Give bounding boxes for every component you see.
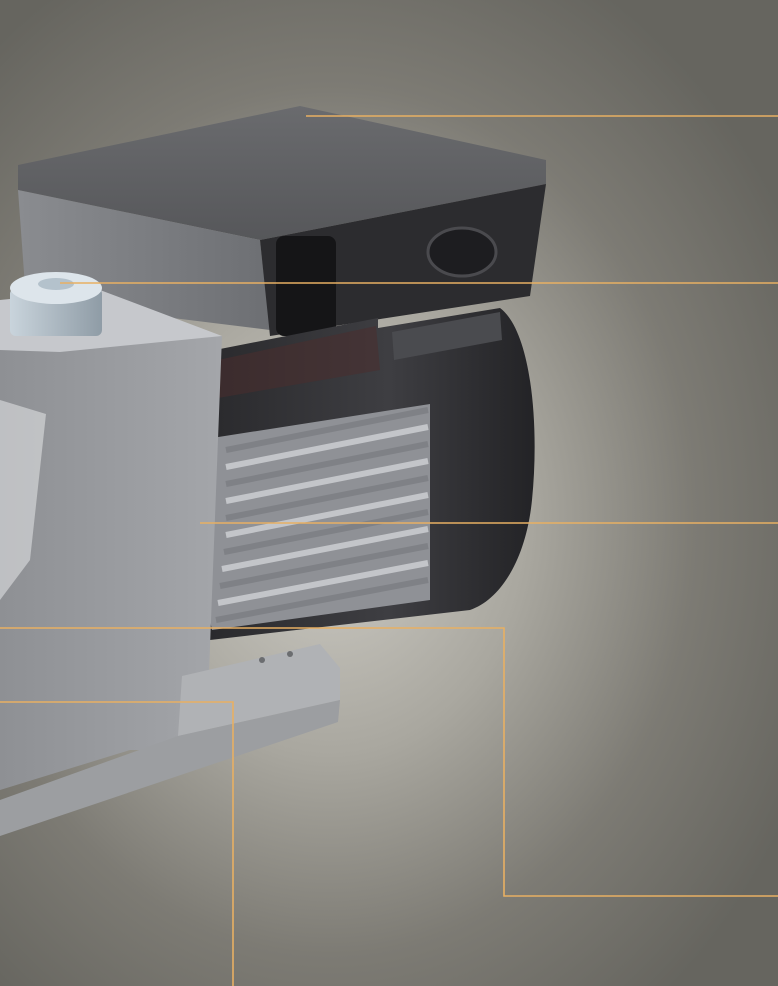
cooling-fin [217, 560, 429, 606]
bolt-hole [287, 651, 293, 657]
base-foot [0, 700, 340, 836]
bolt-hole [259, 657, 265, 663]
cooling-fin [219, 543, 429, 589]
cooling-fin [225, 407, 429, 453]
callout-line-mounting-foot [0, 701, 234, 986]
cooling-fin [221, 526, 429, 572]
fan-cap [10, 272, 102, 336]
end-shield-vents [0, 400, 46, 600]
cooling-fin [225, 492, 429, 538]
callout-line-base-foot [0, 627, 778, 897]
cooling-fins [201, 404, 430, 630]
fan-cap-center [38, 278, 74, 290]
end-shield-plate [0, 330, 222, 790]
terminal-box-lid [18, 106, 546, 240]
mounting-foot [178, 644, 340, 736]
cooling-fin [215, 577, 429, 623]
housing-ridge [392, 312, 502, 360]
callout-lines [0, 115, 778, 986]
cooling-fin [225, 424, 429, 470]
cooling-fin [225, 475, 429, 521]
housing-band [218, 326, 380, 398]
base [0, 644, 340, 836]
cooling-fin [225, 441, 429, 487]
cooling-fin [225, 458, 429, 504]
cable-entry-port [276, 236, 336, 336]
cooling-fin [223, 509, 429, 555]
cable-gland [426, 226, 498, 278]
